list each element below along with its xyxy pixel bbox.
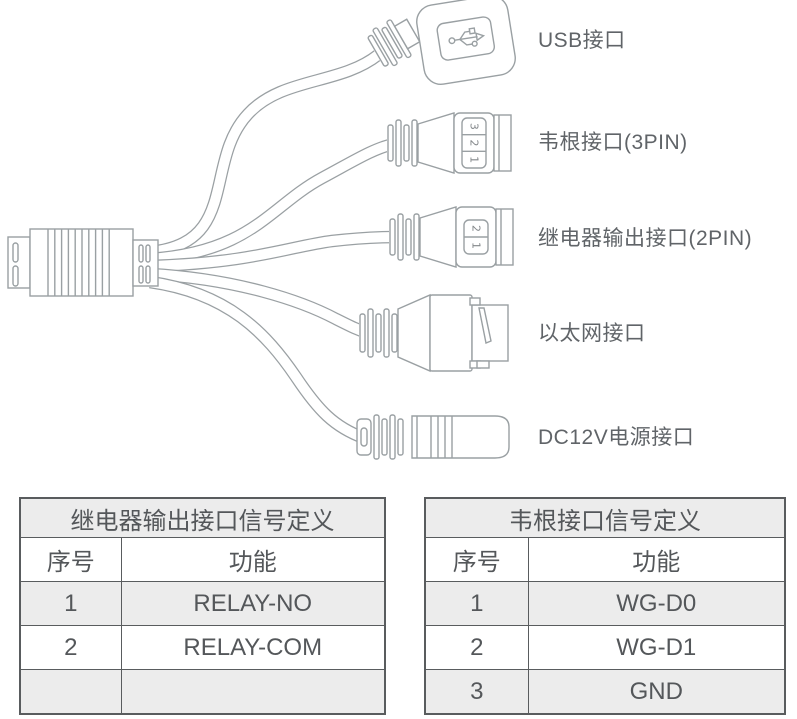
connector-label-wiegand: 韦根接口(3PIN) <box>538 131 688 154</box>
table-cell: GND <box>527 669 786 715</box>
table-title: 韦根接口信号定义 <box>424 497 786 538</box>
table-cell: 3 <box>424 669 529 715</box>
table-cell: WG-D0 <box>527 581 786 626</box>
cable-relay <box>149 230 397 273</box>
cable-wiegand <box>149 137 396 266</box>
column-header: 序号 <box>19 537 122 582</box>
table-row: 2 WG-D1 <box>424 625 786 670</box>
table-cell: 2 <box>19 625 122 670</box>
dc12v-connector <box>356 414 510 460</box>
connector-label-dc12v: DC12V电源接口 <box>538 426 695 449</box>
table-row: 1 RELAY-NO <box>19 581 386 626</box>
ethernet-connector <box>359 293 509 373</box>
cable-usb <box>149 49 382 259</box>
table-cell: RELAY-NO <box>120 581 386 626</box>
column-header: 功能 <box>120 537 386 582</box>
relay-pin-1: 1 <box>470 242 483 249</box>
table-row: 韦根接口信号定义 <box>424 497 786 538</box>
connector-label-usb: USB接口 <box>538 29 626 52</box>
cable-diagram: 3 2 1 2 1 <box>7 0 516 460</box>
wiegand-connector: 3 2 1 <box>387 112 512 174</box>
table-title: 继电器输出接口信号定义 <box>19 497 386 538</box>
table-cell <box>19 669 122 715</box>
table-row: 序号 功能 <box>19 537 386 582</box>
table-row: 2 RELAY-COM <box>19 625 386 670</box>
table-row: 继电器输出接口信号定义 <box>19 497 386 538</box>
column-header: 功能 <box>527 537 786 582</box>
connector-label-relay: 继电器输出接口(2PIN) <box>538 227 753 250</box>
table-cell: RELAY-COM <box>120 625 386 670</box>
wiegand-pin-1: 1 <box>468 156 481 163</box>
cable-ethernet <box>149 267 370 339</box>
table-cell: 2 <box>424 625 529 670</box>
wiegand-pin-2: 2 <box>468 140 481 147</box>
main-connector-ribs <box>47 229 110 296</box>
dc-barrel <box>411 415 510 459</box>
table-cell <box>120 669 386 715</box>
connector-label-ethernet: 以太网接口 <box>538 322 646 345</box>
relay-signal-table: 继电器输出接口信号定义 序号 功能 1 RELAY-NO 2 RELAY-COM <box>19 497 386 715</box>
usb-body <box>416 0 516 85</box>
table-row <box>19 669 386 715</box>
usb-trident-icon <box>448 27 486 47</box>
rj45-latch <box>478 307 492 344</box>
wiegand-pin-3: 3 <box>468 123 481 130</box>
table-row: 3 GND <box>424 669 786 715</box>
wiegand-signal-table: 韦根接口信号定义 序号 功能 1 WG-D0 2 WG-D1 3 GND <box>424 497 786 715</box>
usb-strain-relief <box>364 17 421 72</box>
table-row: 序号 功能 <box>424 537 786 582</box>
main-connector <box>7 228 159 297</box>
relay-connector: 2 1 <box>389 206 514 268</box>
table-row: 1 WG-D0 <box>424 581 786 626</box>
wiegand-pin-block <box>461 117 487 169</box>
table-cell: 1 <box>19 581 122 626</box>
table-cell: WG-D1 <box>527 625 786 670</box>
column-header: 序号 <box>424 537 529 582</box>
cable-dc12v <box>149 275 367 444</box>
relay-pin-2: 2 <box>470 225 483 232</box>
usb-connector <box>364 0 516 85</box>
table-cell: 1 <box>424 581 529 626</box>
